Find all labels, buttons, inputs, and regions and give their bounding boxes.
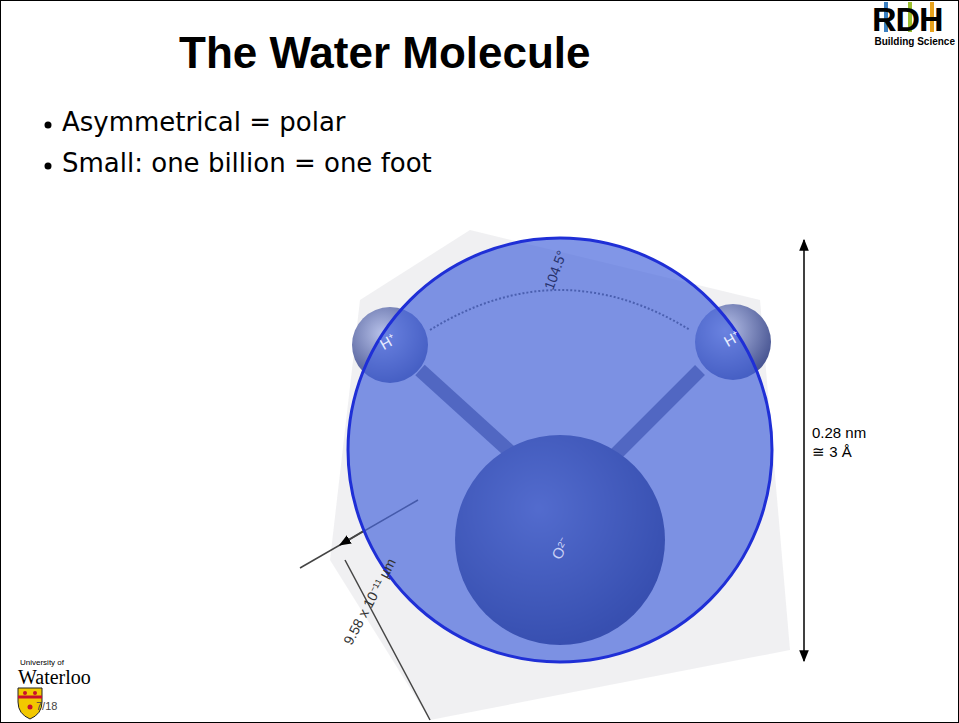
slide-title: The Water Molecule [179, 28, 591, 79]
dimension-label: ≅ 3 Å [812, 443, 852, 460]
logo-subtitle: Building Science [874, 36, 955, 48]
university-name: Waterloo [18, 666, 91, 689]
bullet-dot [45, 122, 52, 129]
bullet-dot [45, 163, 52, 170]
molecule-picture [300, 230, 790, 720]
university-text: University of [20, 658, 64, 667]
bullet-text: Small: one billion = one foot [62, 149, 432, 179]
dimension-label: 0.28 nm [812, 424, 866, 441]
slide-number: 7/18 [36, 700, 57, 713]
molecule-circle [348, 238, 772, 662]
bullet-text: Asymmetrical = polar [62, 108, 346, 138]
dimension-arrow [803, 240, 805, 661]
logo-text: RDH [872, 0, 943, 39]
